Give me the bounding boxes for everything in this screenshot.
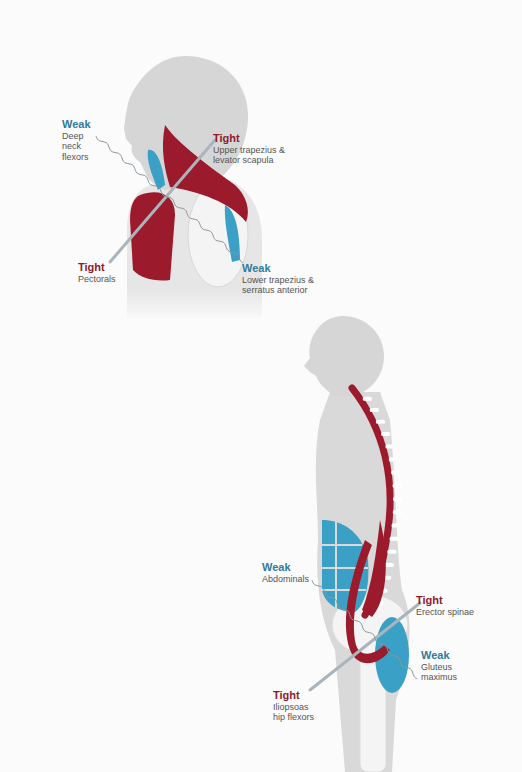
vertebra: [393, 484, 402, 488]
status-heading: Tight: [273, 689, 300, 702]
vertebra: [363, 397, 372, 401]
muscle-name: Erector spinae: [416, 607, 474, 617]
status-heading: Weak: [421, 649, 450, 662]
vertebra: [385, 563, 394, 567]
status-heading: Weak: [62, 118, 91, 131]
muscle-name: Upper trapezius & levator scapula: [213, 145, 303, 166]
vertebra: [389, 457, 398, 461]
leader-line: [312, 580, 417, 679]
vertebra: [370, 408, 379, 412]
vertebra: [393, 497, 402, 501]
muscle-name: Gluteus maximus: [421, 662, 467, 683]
lower-figure: [304, 316, 420, 772]
leader-line: [96, 136, 243, 263]
vertebra: [376, 420, 385, 424]
vertebra: [393, 510, 402, 514]
vertebra: [391, 471, 400, 475]
vertebra: [381, 432, 390, 436]
status-heading: Tight: [78, 261, 105, 274]
muscle-name: Lower trapezius & serratus anterior: [242, 275, 338, 296]
muscle-name: Deep neck flexors: [62, 131, 102, 162]
vertebra: [387, 550, 396, 554]
status-heading: Tight: [213, 132, 240, 145]
vertebra: [390, 537, 399, 541]
vertebra: [392, 524, 401, 528]
vertebra: [385, 445, 394, 449]
muscle-name: Iliopsoas hip flexors: [273, 702, 319, 723]
status-heading: Tight: [416, 594, 443, 607]
muscle-name: Abdominals: [262, 574, 309, 584]
status-heading: Weak: [242, 262, 271, 275]
status-heading: Weak: [262, 561, 291, 574]
muscle-name: Pectorals: [78, 274, 116, 284]
